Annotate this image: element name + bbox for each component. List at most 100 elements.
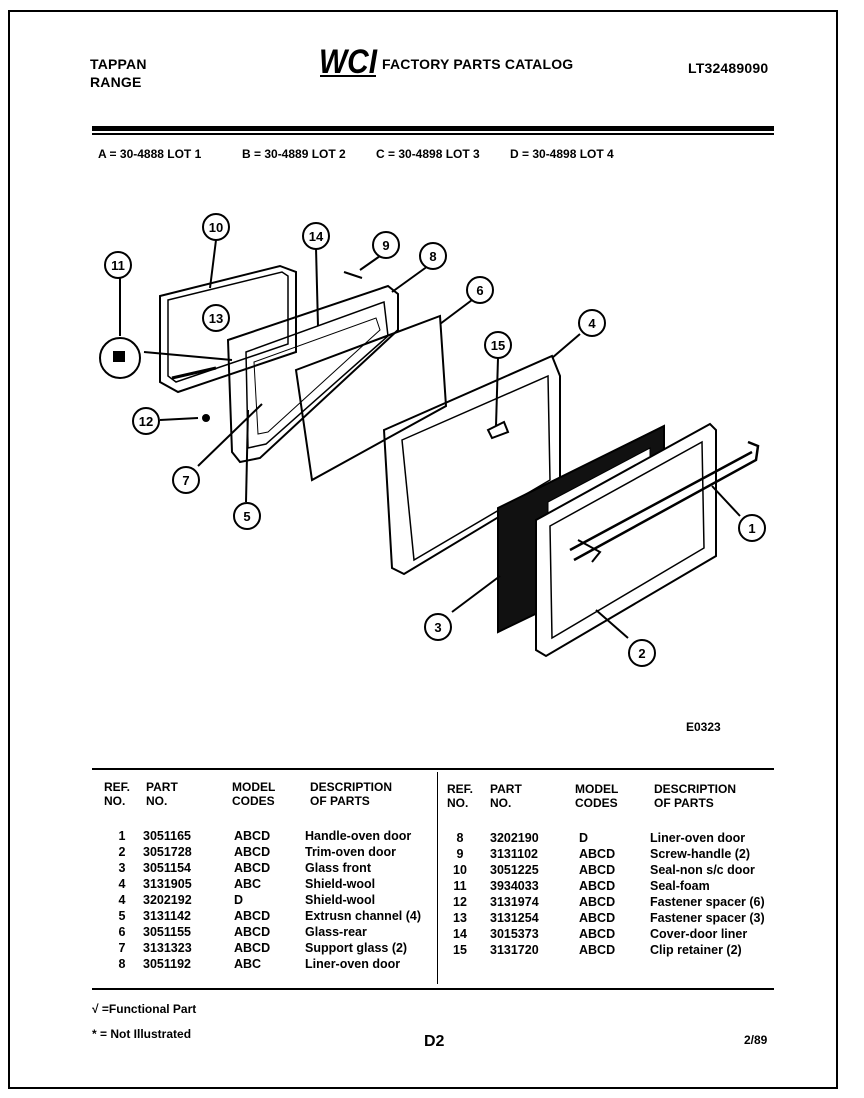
table-cell: ABC: [234, 957, 262, 971]
table-cell: Glass front: [305, 861, 371, 875]
table-cell: 5: [118, 909, 126, 923]
table-cell: 3131102: [490, 847, 538, 861]
table-cell: 3051165: [143, 829, 191, 843]
table-cell: ABCD: [579, 943, 616, 957]
table-cell: 3131905: [143, 877, 192, 891]
table-cell: 3051728: [143, 845, 192, 859]
left-part-column: 3051165 3051728 3051154 3131905 3202192 …: [143, 828, 192, 972]
table-cell: 13: [453, 911, 467, 925]
lot-b: B = 30-4889 LOT 2: [242, 147, 346, 161]
catalog-title: FACTORY PARTS CATALOG: [382, 56, 574, 72]
table-cell: Extrusn channel (4): [305, 909, 421, 923]
svg-text:11: 11: [111, 258, 125, 273]
callout-4: 4: [578, 309, 606, 337]
table-cell: 3202190: [490, 831, 539, 845]
svg-text:14: 14: [309, 229, 324, 244]
table-cell: Seal-non s/c door: [650, 863, 755, 877]
right-model-column: D ABCD ABCD ABCD ABCD ABCD ABCD ABCD: [579, 830, 615, 958]
callout-9: 9: [372, 231, 400, 259]
table-cell: Glass-rear: [305, 925, 367, 939]
lot-c: C = 30-4898 LOT 3: [376, 147, 480, 161]
brand-line-2: RANGE: [90, 74, 142, 90]
callout-13: 13: [202, 304, 230, 332]
table-cell: Fastener spacer (6): [650, 895, 765, 909]
table-cell: 1: [118, 829, 126, 843]
table-cell: D: [234, 893, 244, 907]
header-ref-no-left: REF.NO.: [104, 780, 131, 808]
table-cell: 14: [453, 927, 467, 941]
table-cell: 8: [118, 957, 126, 971]
svg-text:10: 10: [209, 220, 223, 235]
table-cell: ABCD: [579, 911, 616, 925]
trim-frame-part: [535, 422, 717, 658]
wci-logo: WCI: [318, 43, 380, 83]
callout-1: 1: [738, 514, 766, 542]
right-ref-column: 8 9 10 11 12 13 14 15: [448, 830, 472, 958]
table-cell: 2: [118, 845, 126, 859]
table-cell: 3051154: [143, 861, 191, 875]
callout-11: 11: [104, 251, 132, 279]
header-rule-thin: [92, 133, 774, 135]
table-cell: 12: [453, 895, 467, 909]
table-cell: 11: [453, 879, 467, 893]
table-cell: ABCD: [579, 895, 616, 909]
table-cell: Liner-oven door: [650, 831, 746, 845]
left-model-column: ABCD ABCD ABCD ABC D ABCD ABCD ABCD ABC: [234, 828, 270, 972]
table-cell: Handle-oven door: [305, 829, 412, 843]
right-description-column: Liner-oven door Screw-handle (2) Seal-no…: [650, 830, 765, 958]
catalog-number: LT32489090: [688, 60, 769, 76]
table-cell: Cover-door liner: [650, 927, 748, 941]
table-cell: ABCD: [579, 863, 616, 877]
table-cell: ABCD: [234, 845, 271, 859]
callout-10: 10: [202, 213, 230, 241]
callout-5: 5: [233, 502, 261, 530]
table-cell: ABCD: [234, 829, 271, 843]
callout-15: 15: [484, 331, 512, 359]
table-cell: Screw-handle (2): [650, 847, 751, 861]
table-cell: Support glass (2): [305, 941, 408, 955]
table-cell: 4: [118, 877, 126, 891]
svg-text:9: 9: [382, 238, 389, 253]
table-cell: ABCD: [234, 925, 271, 939]
table-cell: Seal-foam: [650, 879, 710, 893]
table-cell: 3051225: [490, 863, 539, 877]
table-cell: 3051155: [143, 925, 191, 939]
svg-text:13: 13: [209, 311, 223, 326]
svg-text:15: 15: [491, 338, 505, 353]
catalog-date: 2/89: [744, 1033, 768, 1047]
table-cell: ABCD: [234, 909, 271, 923]
table-cell: ABCD: [579, 879, 616, 893]
table-cell: 3202192: [143, 893, 192, 907]
table-cell: 3934033: [490, 879, 539, 893]
table-cell: 3131720: [490, 943, 539, 957]
page-code: D2: [424, 1033, 445, 1050]
not-illustrated-note: * = Not Illustrated: [92, 1027, 192, 1041]
table-cell: 4: [118, 893, 126, 907]
table-cell: 8: [456, 831, 464, 845]
svg-text:7: 7: [182, 473, 189, 488]
screw-part: [343, 271, 363, 279]
callout-2: 2: [628, 639, 656, 667]
exploded-door-diagram: 10 14 9 8 11 6 4 13 15 12 7 5 1 3 2: [99, 213, 766, 667]
left-description-column: Handle-oven door Trim-oven door Glass fr…: [305, 828, 421, 972]
liner-part: [226, 284, 399, 464]
table-cell: Trim-oven door: [305, 845, 396, 859]
table-cell: Fastener spacer (3): [650, 911, 765, 925]
svg-text:12: 12: [139, 414, 153, 429]
callout-12: 12: [132, 407, 160, 435]
drawing-code: E0323: [686, 720, 721, 734]
functional-part-note: √ =Functional Part: [92, 1002, 197, 1016]
right-part-column: 3202190 3131102 3051225 3934033 3131974 …: [490, 830, 539, 958]
svg-text:3: 3: [434, 620, 441, 635]
table-cell: 3051192: [143, 957, 191, 971]
table-cell: ABC: [234, 877, 262, 891]
table-cell: 6: [118, 925, 126, 939]
table-cell: Clip retainer (2): [650, 943, 742, 957]
table-cell: Shield-wool: [305, 877, 376, 891]
callout-7: 7: [172, 466, 200, 494]
